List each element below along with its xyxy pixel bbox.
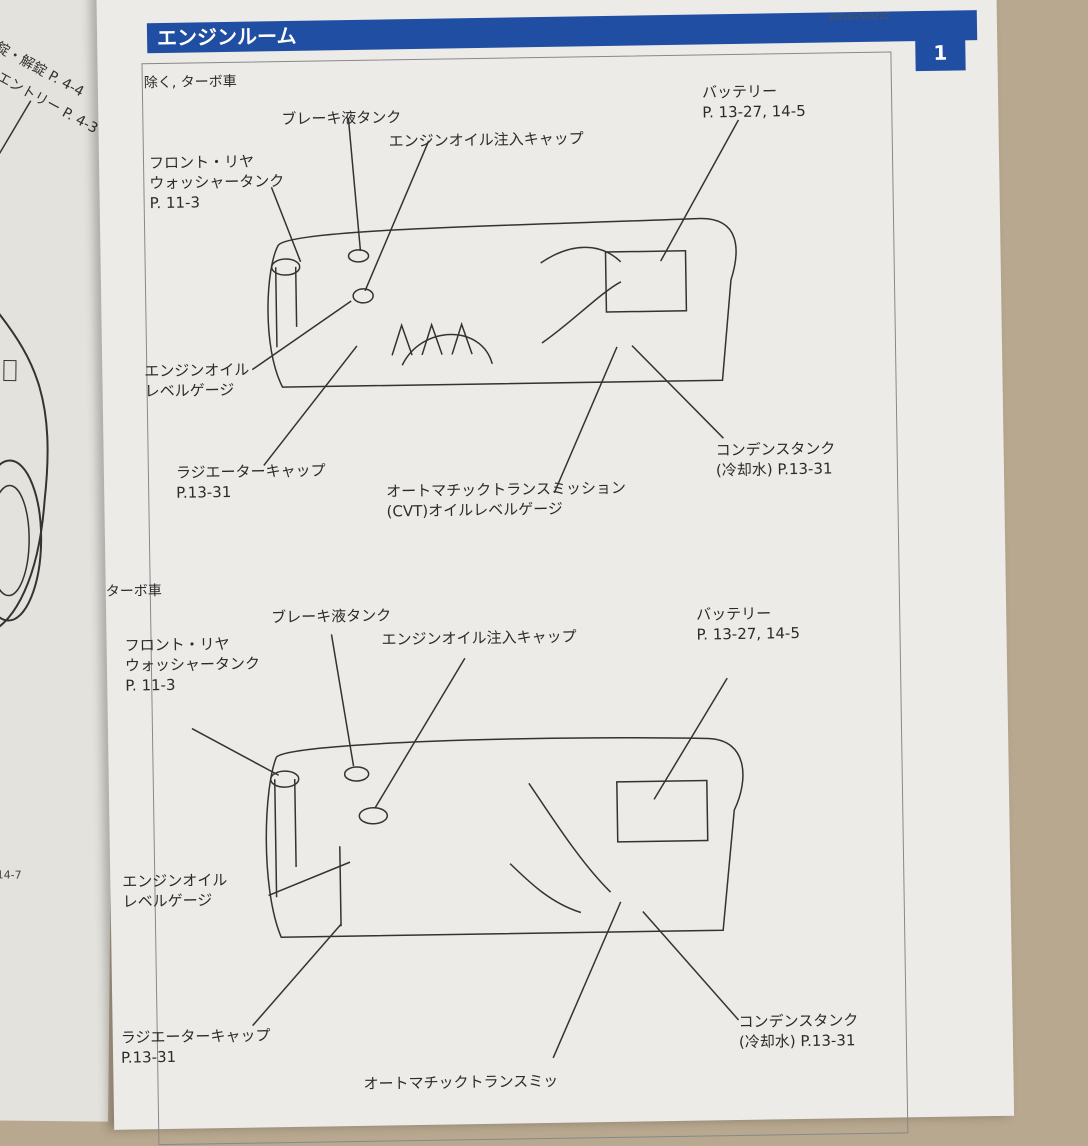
label-condenser-tank: コンデンスタンク (冷却水) P.13-31 xyxy=(715,439,836,480)
label-battery-turbo: バッテリー P. 13-27, 14-5 xyxy=(696,604,801,644)
label-oil-dipstick-turbo: エンジンオイル レベルゲージ xyxy=(122,871,228,911)
label-radiator-cap: ラジエーターキャップ P.13-31 xyxy=(175,461,326,502)
section-heading-turbo: ターボ車 xyxy=(105,583,162,600)
left-page-number: 14-7 xyxy=(0,868,22,882)
label-brake-fluid-tank-turbo: ブレーキ液タンク xyxy=(271,606,392,627)
engine-diagrams xyxy=(191,117,744,1059)
label-oil-filler-cap: エンジンオイル注入キャップ xyxy=(388,129,584,151)
label-cvt-dipstick: オートマチックトランスミッション (CVT)オイルレベルゲージ xyxy=(386,478,627,521)
label-battery: バッテリー P. 13-27, 14-5 xyxy=(701,82,806,122)
label-radiator-cap-turbo: ラジエーターキャップ P.13-31 xyxy=(120,1026,271,1067)
manual-page: エンジンルーム J0010G500220 1 xyxy=(96,0,1015,1146)
car-side-illustration xyxy=(0,100,49,632)
label-washer-tank-turbo: フロント・リヤ ウォッシャータンク P. 11-3 xyxy=(124,634,261,695)
label-brake-fluid-tank: ブレーキ液タンク xyxy=(281,108,402,129)
label-washer-tank: フロント・リヤ ウォッシャータンク P. 11-3 xyxy=(148,152,285,213)
label-oil-dipstick: エンジンオイル レベルゲージ xyxy=(144,360,250,401)
label-oil-filler-cap-turbo: エンジンオイル注入キャップ xyxy=(381,627,577,649)
section-heading-non-turbo: 除く, ターボ車 xyxy=(143,73,237,92)
label-condenser-tank-turbo: コンデンスタンク (冷却水) P.13-31 xyxy=(738,1011,859,1052)
previous-page: 錠・解錠 P. 4-4 エントリー P. 4-3 14-7 xyxy=(0,0,120,1122)
label-cvt-dipstick-turbo-partial: オートマチックトランスミッ xyxy=(363,1071,559,1093)
